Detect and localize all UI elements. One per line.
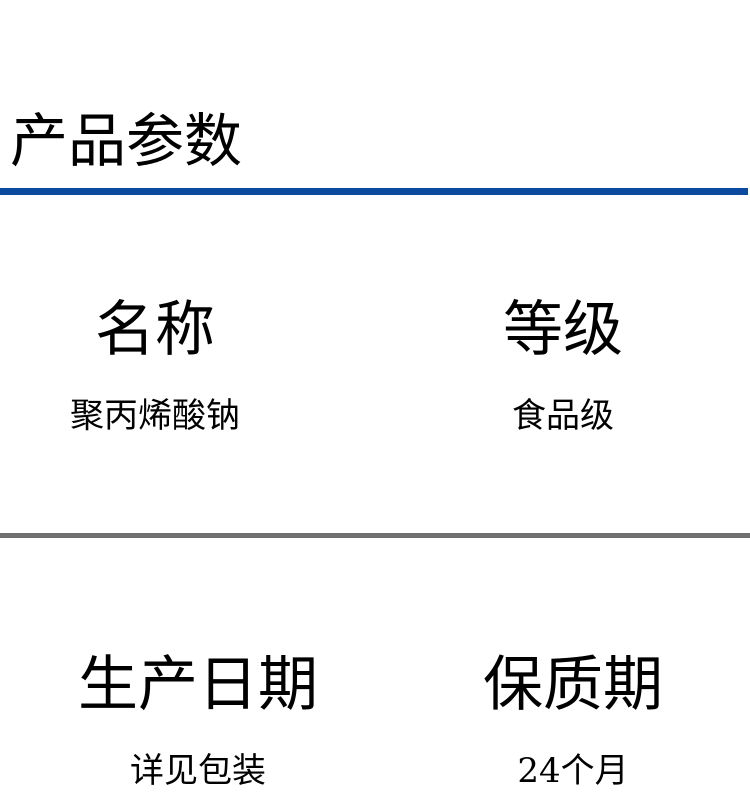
- title-underline: [0, 188, 748, 195]
- param-production-date-label: 生产日期: [78, 650, 318, 720]
- param-grade-value: 食品级: [512, 396, 614, 436]
- param-shelf-life-label: 保质期: [483, 650, 663, 720]
- param-name-label: 名称: [95, 295, 215, 365]
- param-name: 名称 聚丙烯酸钠: [35, 295, 275, 437]
- param-grade-label: 等级: [503, 295, 623, 365]
- param-grade: 等级 食品级: [443, 295, 683, 437]
- param-name-value: 聚丙烯酸钠: [70, 396, 240, 436]
- row-divider: [0, 533, 750, 538]
- param-shelf-life-value: 24个月: [517, 751, 629, 791]
- param-shelf-life: 保质期 24个月: [443, 650, 703, 792]
- param-production-date: 生产日期 详见包装: [48, 650, 348, 792]
- page-title: 产品参数: [10, 107, 243, 175]
- param-production-date-value: 详见包装: [130, 751, 266, 791]
